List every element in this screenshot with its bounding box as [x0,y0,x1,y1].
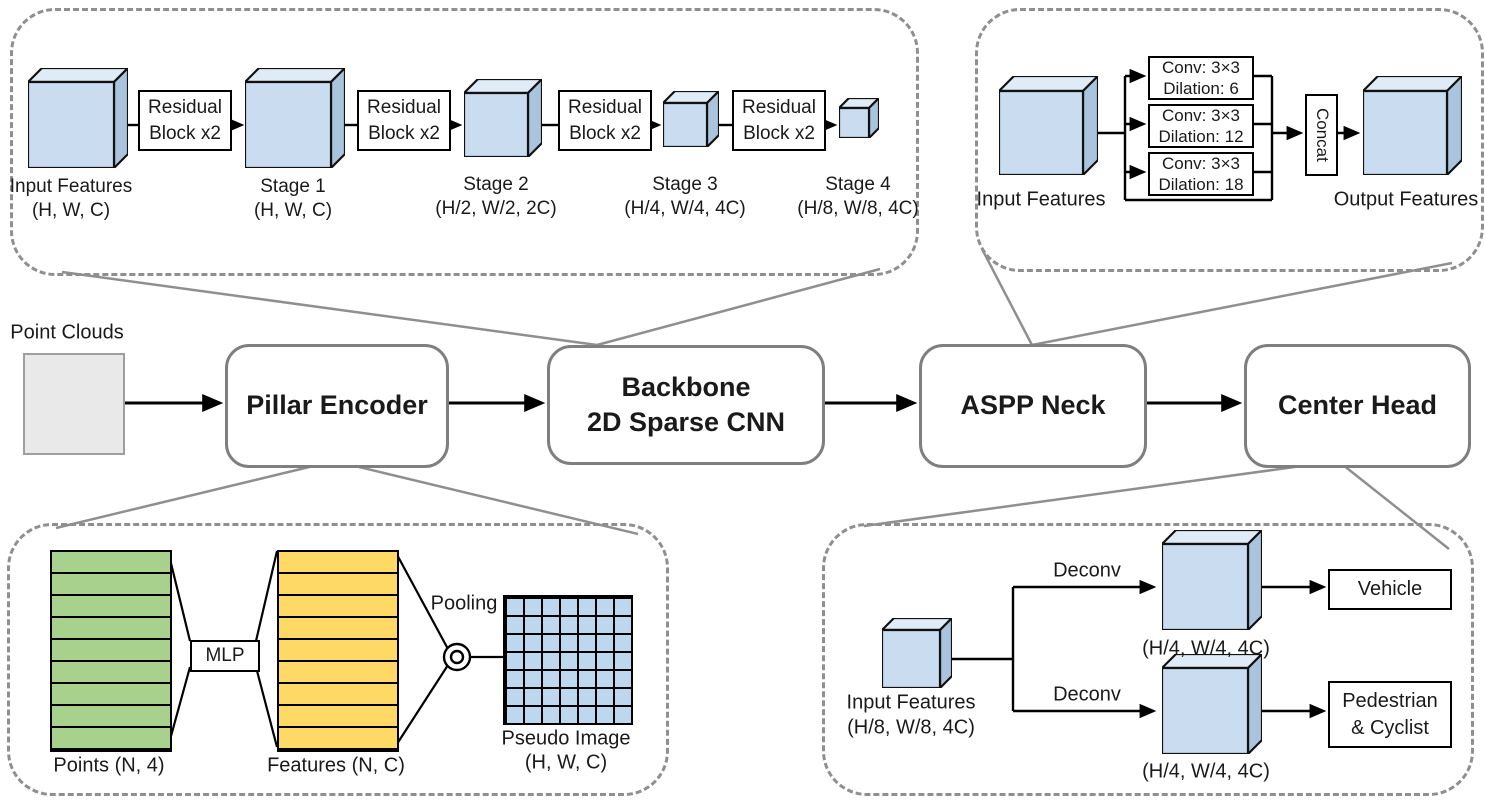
stage-label: Stage 4 [825,174,891,195]
aspp-output-label: Output Features [1333,188,1479,211]
residual-block-4: Residual Block x2 [732,90,826,151]
head-detail-panel [822,523,1474,796]
deconv-label-upper: Deconv [1053,559,1121,582]
point-clouds-image [23,353,125,455]
pillar-encoder-label: Pillar Encoder [246,390,428,421]
concat-label: Concat [1312,108,1332,162]
stage-label: Stage 3 [652,174,718,195]
pseudo-image-grid [503,595,633,725]
feature-cube-stage3 [661,89,721,152]
conv-dilation-12-box: Conv: 3×3 Dilation: 12 [1148,104,1254,148]
feature-cube-stage1 [243,66,347,173]
pooling-label: Pooling [430,592,498,615]
pedestrian-label-line1: Pedestrian [1342,689,1438,712]
stage-dims: (H/8, W/8, 4C) [797,198,919,219]
stage-dims: (H, W, C) [253,200,333,221]
center-head-label: Center Head [1277,390,1438,421]
conv-dilation-6-box: Conv: 3×3 Dilation: 6 [1148,56,1254,100]
feature-cube-head-input [880,616,954,693]
point-clouds-label: Point Clouds [10,321,124,344]
pseudo-image-label: Pseudo Image [501,727,631,750]
feature-cube-stage4 [837,96,881,143]
backbone-label-line2: 2D Sparse CNN [586,407,786,437]
stage-label: Stage 2 [463,174,529,195]
residual-block-1: Residual Block x2 [138,90,232,151]
aspp-input-label: Input Features [976,188,1106,211]
head-input-label: Input Features [846,691,976,714]
residual-block-2: Residual Block x2 [357,90,451,151]
points-stack [50,550,172,752]
pillar-detail-panel [7,523,669,796]
stage-dims: (H, W, C) [31,200,111,221]
aspp-neck-box: ASPP Neck [919,344,1147,468]
backbone-box: Backbone 2D Sparse CNN [547,345,825,465]
pedestrian-cyclist-box: Pedestrian & Cyclist [1328,681,1452,748]
vehicle-label: Vehicle [1357,578,1423,600]
features-label: Features (N, C) [267,754,405,777]
aspp-detail-panel [975,8,1484,272]
stage-dims: (H/2, W/2, 2C) [435,198,557,219]
head-input-dims: (H/8, W/8, 4C) [847,716,975,739]
features-stack [277,550,399,752]
aspp-neck-label: ASPP Neck [960,390,1106,421]
pillar-encoder-box: Pillar Encoder [225,344,449,468]
stage-label: Input Features [9,176,133,197]
points-label: Points (N, 4) [53,754,165,777]
mlp-box: MLP [190,640,260,672]
conv-dilation-18-box: Conv: 3×3 Dilation: 18 [1148,152,1254,196]
backbone-label-line1: Backbone [621,371,751,402]
feature-cube-stage2 [462,77,544,162]
feature-cube-aspp-input [997,74,1100,180]
residual-block-line1: Residual [148,96,222,118]
feature-cube-head-upper [1160,528,1264,635]
residual-block-3: Residual Block x2 [558,90,652,151]
stage-dims: (H/4, W/4, 4C) [624,198,746,219]
center-head-box: Center Head [1244,344,1471,468]
backbone-detail-panel [10,8,919,276]
concat-box: Concat [1305,94,1338,176]
pedestrian-label-line2: & Cyclist [1351,716,1429,739]
stage-label: Stage 1 [260,176,326,197]
feature-cube-head-lower [1160,652,1264,759]
upper-branch-dims: (H/4, W/4, 4C) [1142,637,1270,660]
feature-cube-input [26,66,130,173]
feature-cube-aspp-output [1361,74,1464,180]
deconv-label-lower: Deconv [1053,683,1121,706]
residual-block-line2: Block x2 [149,122,221,144]
mlp-label: MLP [205,645,245,667]
lower-branch-dims: (H/4, W/4, 4C) [1142,760,1270,783]
vehicle-box: Vehicle [1328,569,1452,610]
pseudo-image-dims: (H, W, C) [524,751,608,774]
